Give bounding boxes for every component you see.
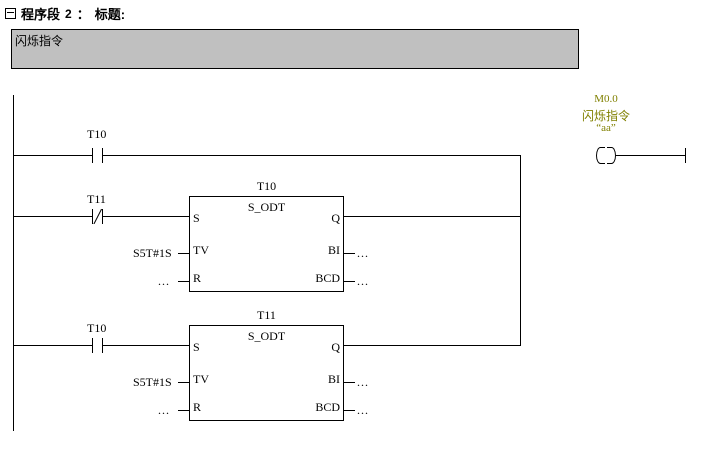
rung1-wire-mid bbox=[103, 155, 521, 156]
contact-t11-rung2[interactable] bbox=[92, 209, 103, 224]
contact-bar-right bbox=[102, 148, 103, 163]
block-t11-tv-operand[interactable]: S5T#1S bbox=[133, 375, 172, 389]
block-name-t10: T10 bbox=[256, 179, 277, 193]
coil-output-m00[interactable] bbox=[596, 147, 616, 164]
contact-bar-right bbox=[102, 209, 103, 224]
block-name-t11: T11 bbox=[257, 308, 276, 322]
block-t10-tv-stub bbox=[178, 253, 189, 254]
block-t10-r-stub bbox=[178, 281, 189, 282]
coil-paren-left bbox=[596, 147, 605, 164]
block-t11-q-wire bbox=[344, 345, 521, 346]
rung1-wire-left bbox=[13, 155, 92, 156]
block-t11-bcd-operand[interactable]: ... bbox=[357, 403, 369, 417]
block-t10-bi-stub bbox=[344, 253, 355, 254]
contact-label-t10-rung3: T10 bbox=[87, 321, 107, 335]
block-t11-r-operand[interactable]: ... bbox=[158, 403, 170, 417]
parallel-branch-connector bbox=[520, 155, 521, 346]
block-t10-q-wire bbox=[344, 216, 521, 217]
contact-bar-right bbox=[102, 338, 103, 353]
block-pin-q: Q bbox=[331, 211, 340, 225]
block-pin-bi: BI bbox=[328, 243, 340, 257]
contact-t10-rung3[interactable] bbox=[92, 338, 103, 353]
block-pin-r: R bbox=[193, 271, 202, 285]
contact-t10-rung1[interactable] bbox=[92, 148, 103, 163]
block-pin-s: S bbox=[193, 211, 200, 225]
block-t10-bi-operand[interactable]: ... bbox=[357, 246, 369, 260]
function-block-t10[interactable]: S_ODT S TV R Q BI BCD bbox=[189, 196, 344, 292]
contact-bar-left bbox=[92, 338, 93, 353]
block-pin-r: R bbox=[193, 400, 202, 414]
network-title-label: 标题: bbox=[94, 7, 126, 22]
coil-symbol-cn: 闪烁指令 bbox=[581, 109, 630, 123]
coil-symbol-quoted: “aa” bbox=[596, 122, 616, 134]
network-comment-box[interactable]: 闪烁指令 bbox=[11, 29, 579, 69]
collapse-minus-icon[interactable] bbox=[5, 8, 16, 19]
network-separator: ： bbox=[76, 7, 90, 22]
block-type-s-odt: S_ODT bbox=[247, 329, 286, 343]
contact-label-t11-rung2: T11 bbox=[87, 192, 106, 206]
contact-bar-left bbox=[92, 209, 93, 224]
contact-bar-left bbox=[92, 148, 93, 163]
block-pin-tv: TV bbox=[193, 243, 209, 257]
block-t10-tv-operand[interactable]: S5T#1S bbox=[133, 246, 172, 260]
block-t11-r-stub bbox=[178, 410, 189, 411]
rung3-wire-to-block bbox=[103, 345, 189, 346]
block-t11-bi-operand[interactable]: ... bbox=[357, 375, 369, 389]
block-pin-bcd: BCD bbox=[315, 400, 340, 414]
network-header[interactable]: 程序段 2 ： 标题: bbox=[5, 4, 125, 23]
network-comment-text: 闪烁指令 bbox=[15, 34, 64, 48]
block-pin-s: S bbox=[193, 340, 200, 354]
network-number: 2 bbox=[65, 6, 72, 21]
coil-paren-right bbox=[607, 147, 616, 164]
rung2-wire-to-block bbox=[103, 216, 189, 217]
rung3-wire-left bbox=[13, 345, 92, 346]
block-t11-tv-stub bbox=[178, 382, 189, 383]
function-block-t11[interactable]: S_ODT S TV R Q BI BCD bbox=[189, 325, 344, 421]
block-pin-bcd: BCD bbox=[315, 271, 340, 285]
network-word: 程序段 bbox=[21, 7, 61, 22]
block-t11-bi-stub bbox=[344, 382, 355, 383]
block-t10-bcd-operand[interactable]: ... bbox=[357, 274, 369, 288]
block-t10-bcd-stub bbox=[344, 281, 355, 282]
rung2-wire-left bbox=[13, 216, 92, 217]
coil-address-m00: M0.0 bbox=[594, 93, 618, 105]
block-t11-bcd-stub bbox=[344, 410, 355, 411]
block-type-s-odt: S_ODT bbox=[247, 200, 286, 214]
block-pin-tv: TV bbox=[193, 372, 209, 386]
right-rail-terminator bbox=[685, 148, 686, 163]
left-power-rail bbox=[13, 95, 14, 431]
contact-label-t10-rung1: T10 bbox=[87, 127, 107, 141]
block-pin-q: Q bbox=[331, 340, 340, 354]
contact-negation-slash bbox=[92, 209, 103, 224]
block-t10-r-operand[interactable]: ... bbox=[158, 274, 170, 288]
rung1-wire-right bbox=[616, 155, 685, 156]
block-pin-bi: BI bbox=[328, 372, 340, 386]
